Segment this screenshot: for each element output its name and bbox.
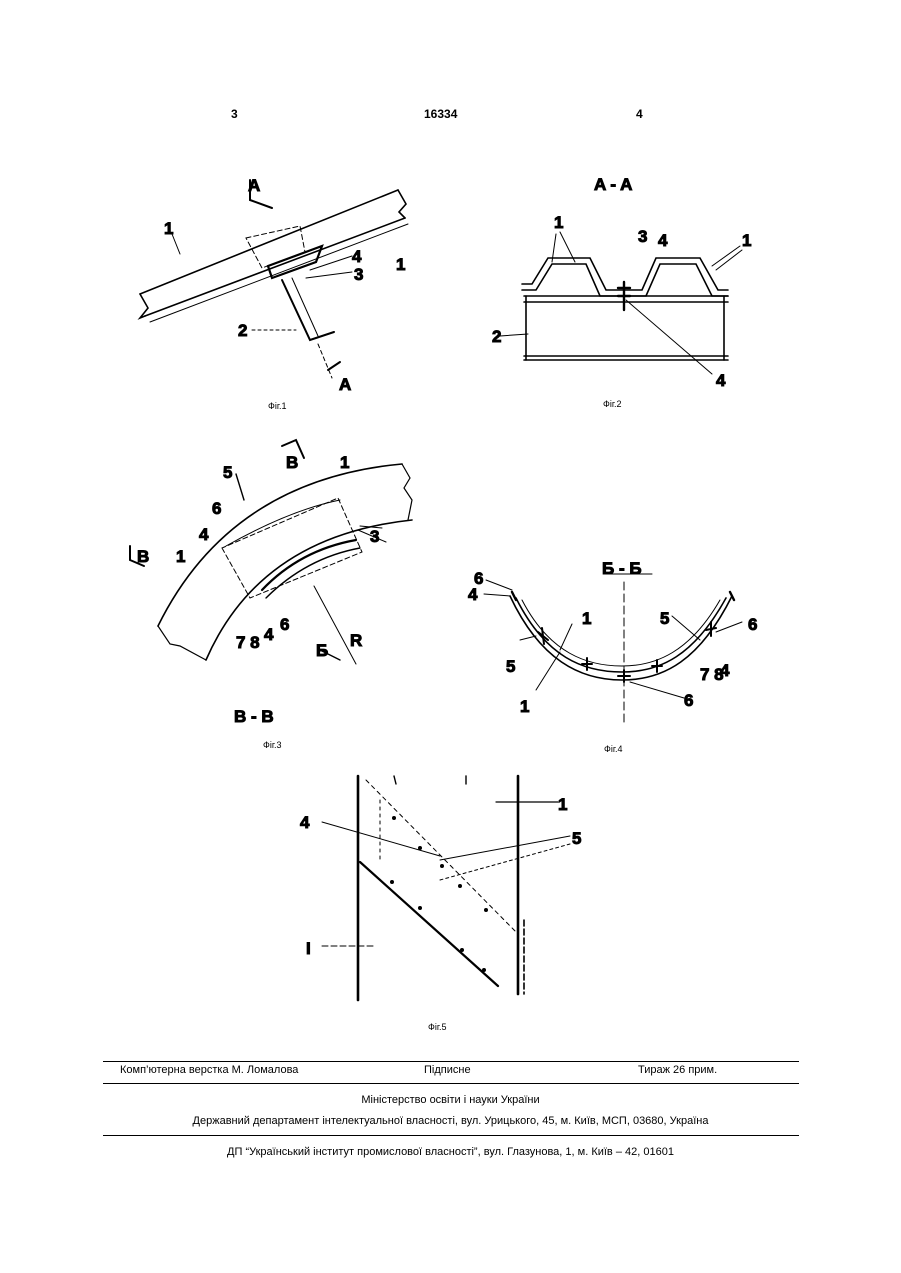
fig3-label: 7 8 <box>236 633 260 652</box>
fig4-label: 4 <box>468 585 478 604</box>
fig2-label: 1 <box>554 213 563 232</box>
fig1-section-mark-top: A <box>248 176 260 195</box>
fig4-caption: Фіг.4 <box>604 744 623 754</box>
fig1-section-mark-bottom: A <box>339 375 351 394</box>
fig4-label: 1 <box>582 609 591 628</box>
fig3-caption: Фіг.3 <box>263 740 282 750</box>
figure-5-points <box>390 816 488 972</box>
fig4-label: 5 <box>506 657 515 676</box>
fig2-label: 1 <box>742 231 751 250</box>
figure-5 <box>322 776 570 1000</box>
fig3-label: Б <box>316 641 328 660</box>
fig3-label: 5 <box>223 463 232 482</box>
footer-rule-middle <box>103 1083 799 1084</box>
fig4-label: 6 <box>748 615 757 634</box>
fig3-label: 3 <box>370 527 379 546</box>
fig2-label: 4 <box>716 371 726 390</box>
fig4-label: 6 <box>684 691 693 710</box>
fig5-label: 4 <box>300 813 310 832</box>
fig4-label: 5 <box>660 609 669 628</box>
footer-layout-by: Комп’ютерна верстка М. Ломалова <box>120 1064 298 1076</box>
fig2-caption: Фіг.2 <box>603 399 622 409</box>
fig2-label: 2 <box>492 327 501 346</box>
footer-rule-top <box>103 1061 799 1062</box>
fig3-label: 4 <box>264 625 274 644</box>
fig5-caption: Фіг.5 <box>428 1022 447 1032</box>
fig2-title: A - A <box>594 175 632 194</box>
fig1-caption: Фіг.1 <box>268 401 287 411</box>
fig3-label: 1 <box>340 453 349 472</box>
footer-signed: Підписне <box>424 1064 471 1076</box>
fig2-label: 4 <box>658 231 668 250</box>
fig5-label: I <box>306 939 311 958</box>
fig4-title: Б - Б <box>602 559 642 578</box>
fig2-label: 3 <box>638 227 647 246</box>
fig3-label: В <box>286 453 298 472</box>
fig3-title: В - В <box>234 707 274 726</box>
fig1-label: 4 <box>352 247 362 266</box>
fig4-label: 1 <box>520 697 529 716</box>
figure-1 <box>140 180 408 378</box>
fig1-label: 1 <box>164 219 173 238</box>
fig1-label: 3 <box>354 265 363 284</box>
footer-circulation: Тираж 26 прим. <box>638 1064 717 1076</box>
fig5-label: 1 <box>558 795 567 814</box>
fig3-label: 6 <box>212 499 221 518</box>
fig3-label: 4 <box>199 525 209 544</box>
fig3-label: В <box>137 547 149 566</box>
figure-2 <box>500 232 742 374</box>
footer-rule-bottom <box>103 1135 799 1136</box>
fig3-label: 6 <box>280 615 289 634</box>
fig5-label: 5 <box>572 829 581 848</box>
fig3-label: R <box>350 631 362 650</box>
fig1-label: 2 <box>238 321 247 340</box>
footer-department: Державний департамент інтелектуальної вл… <box>0 1115 901 1127</box>
footer-institute: ДП “Український інститут промислової вла… <box>0 1146 901 1158</box>
fig1-label: 1 <box>396 255 405 274</box>
fig4-label: 7 8 <box>700 665 724 684</box>
fig3-label: 1 <box>176 547 185 566</box>
footer-ministry: Міністерство освіти і науки України <box>0 1094 901 1106</box>
